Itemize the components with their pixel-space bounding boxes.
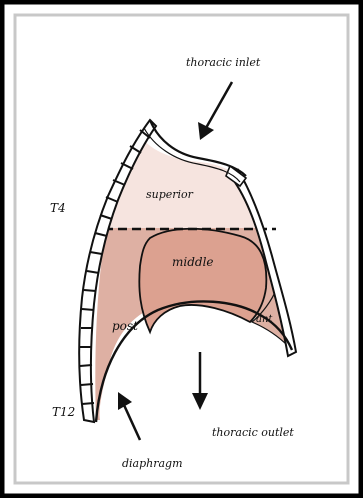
superior-label: superior bbox=[146, 188, 194, 201]
middle-label: middle bbox=[172, 255, 214, 269]
thoracic-inlet-label: thoracic inlet bbox=[186, 56, 261, 69]
thoracic-outlet-label: thoracic outlet bbox=[212, 426, 294, 439]
posterior-label: post bbox=[112, 319, 138, 333]
vertebra-t12-label: T12 bbox=[52, 405, 75, 419]
vertebra-t4-label: T4 bbox=[50, 201, 66, 215]
diaphragm-label: diaphragm bbox=[122, 457, 183, 470]
anterior-label: ant bbox=[256, 314, 273, 325]
